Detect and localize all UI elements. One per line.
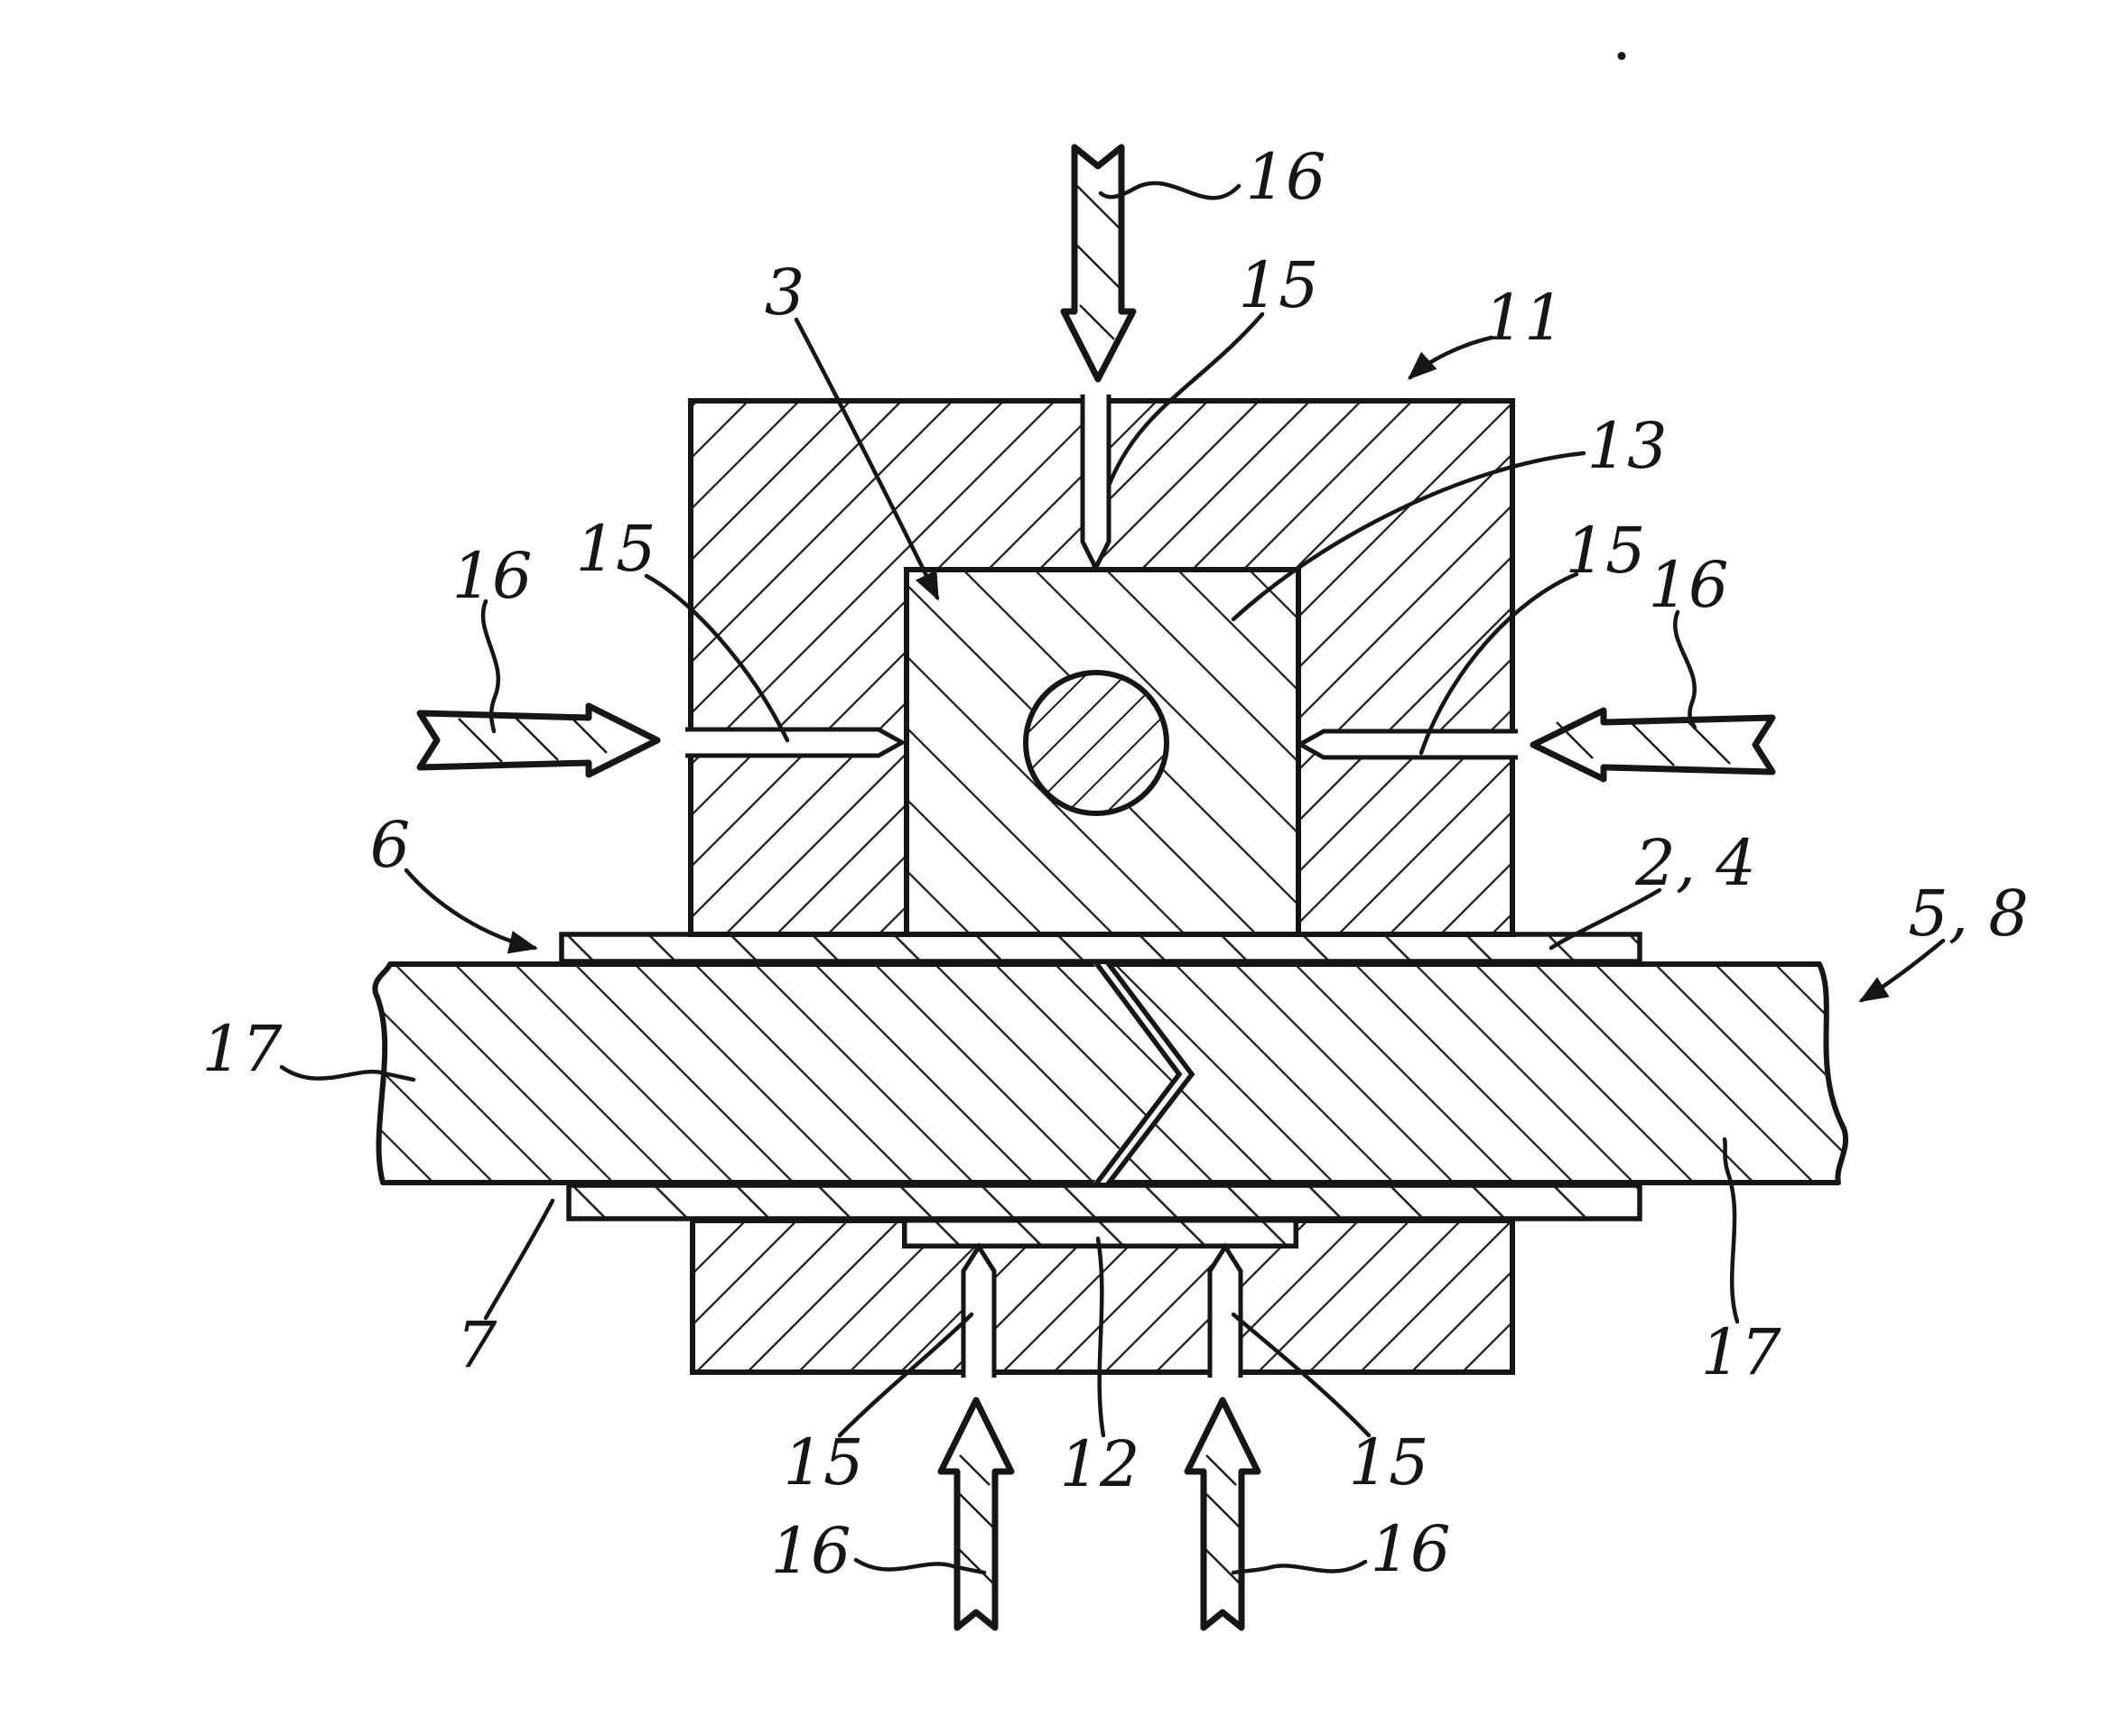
workpiece-plate [372,961,1849,1185]
ref-label-16-top: 16 [1245,140,1325,214]
right-pin-channel [1295,729,1518,760]
leader-line-17-left [279,1064,416,1082]
bore-circle [1023,670,1169,816]
ref-label-11: 11 [1483,281,1564,355]
leader-line-15-bl [837,1312,974,1438]
ref-label-17-left: 17 [201,1012,283,1086]
ref-label-15-left: 15 [575,512,656,586]
leader-line-7 [483,1198,555,1321]
bottom-right-force-arrow-icon [1184,1397,1261,1631]
ref-label-17-right: 17 [1700,1315,1781,1389]
ref-label-3: 3 [765,255,805,330]
leader-line-15-right [1418,571,1579,756]
leader-line-15-top [1106,311,1265,488]
ref-label-7: 7 [457,1308,498,1382]
top-pin-channel [1080,395,1111,573]
upper-adhesive-strip [559,932,1642,964]
ref-label-15-bl: 15 [783,1425,863,1499]
leader-line-5-8 [1858,938,1946,1003]
leader-line-12 [1095,1236,1106,1438]
ref-label-2-4: 2, 4 [1634,826,1756,900]
ref-label-12: 12 [1059,1427,1139,1501]
leader-line-16-right [1673,609,1697,730]
leader-line-16-left [480,599,501,734]
stray-dot [1617,51,1626,60]
left-pin-channel [685,727,907,758]
ref-label-16-right: 16 [1648,548,1728,622]
leader-line-2-4 [1549,887,1662,951]
leader-line-17-right [1722,1137,1740,1324]
ref-label-15-top: 15 [1238,248,1318,322]
ref-label-5-8: 5, 8 [1908,877,2029,951]
leader-line-16-bl [853,1557,987,1575]
leader-line-13 [1231,450,1586,622]
leader-line-15-br [1231,1312,1372,1438]
left-force-arrow-icon [416,702,661,778]
scarf-joint-seam [1089,964,1195,1183]
lower-adhesive-strip [566,1183,1642,1221]
lower-right-pin-channel [1207,1242,1243,1378]
ref-label-15-right: 15 [1565,514,1645,588]
ref-label-16-left: 16 [451,539,532,613]
ref-label-13: 13 [1586,409,1667,483]
ref-label-16-br: 16 [1370,1512,1450,1586]
leader-line-15-left [644,573,790,743]
lower-left-pin-channel [961,1242,997,1378]
leader-line-3 [794,317,940,601]
leader-line-16-top [1098,181,1242,200]
ref-label-15-br: 15 [1348,1425,1428,1499]
leader-line-16-br [1231,1559,1368,1575]
ref-label-6: 6 [370,808,411,882]
right-force-arrow-icon [1530,707,1776,783]
top-force-arrow-icon [1060,144,1137,383]
bottom-left-force-arrow-icon [937,1397,1015,1631]
leader-line-11 [1408,335,1494,380]
ref-label-16-bl: 16 [770,1514,851,1588]
leader-line-6 [404,868,538,954]
